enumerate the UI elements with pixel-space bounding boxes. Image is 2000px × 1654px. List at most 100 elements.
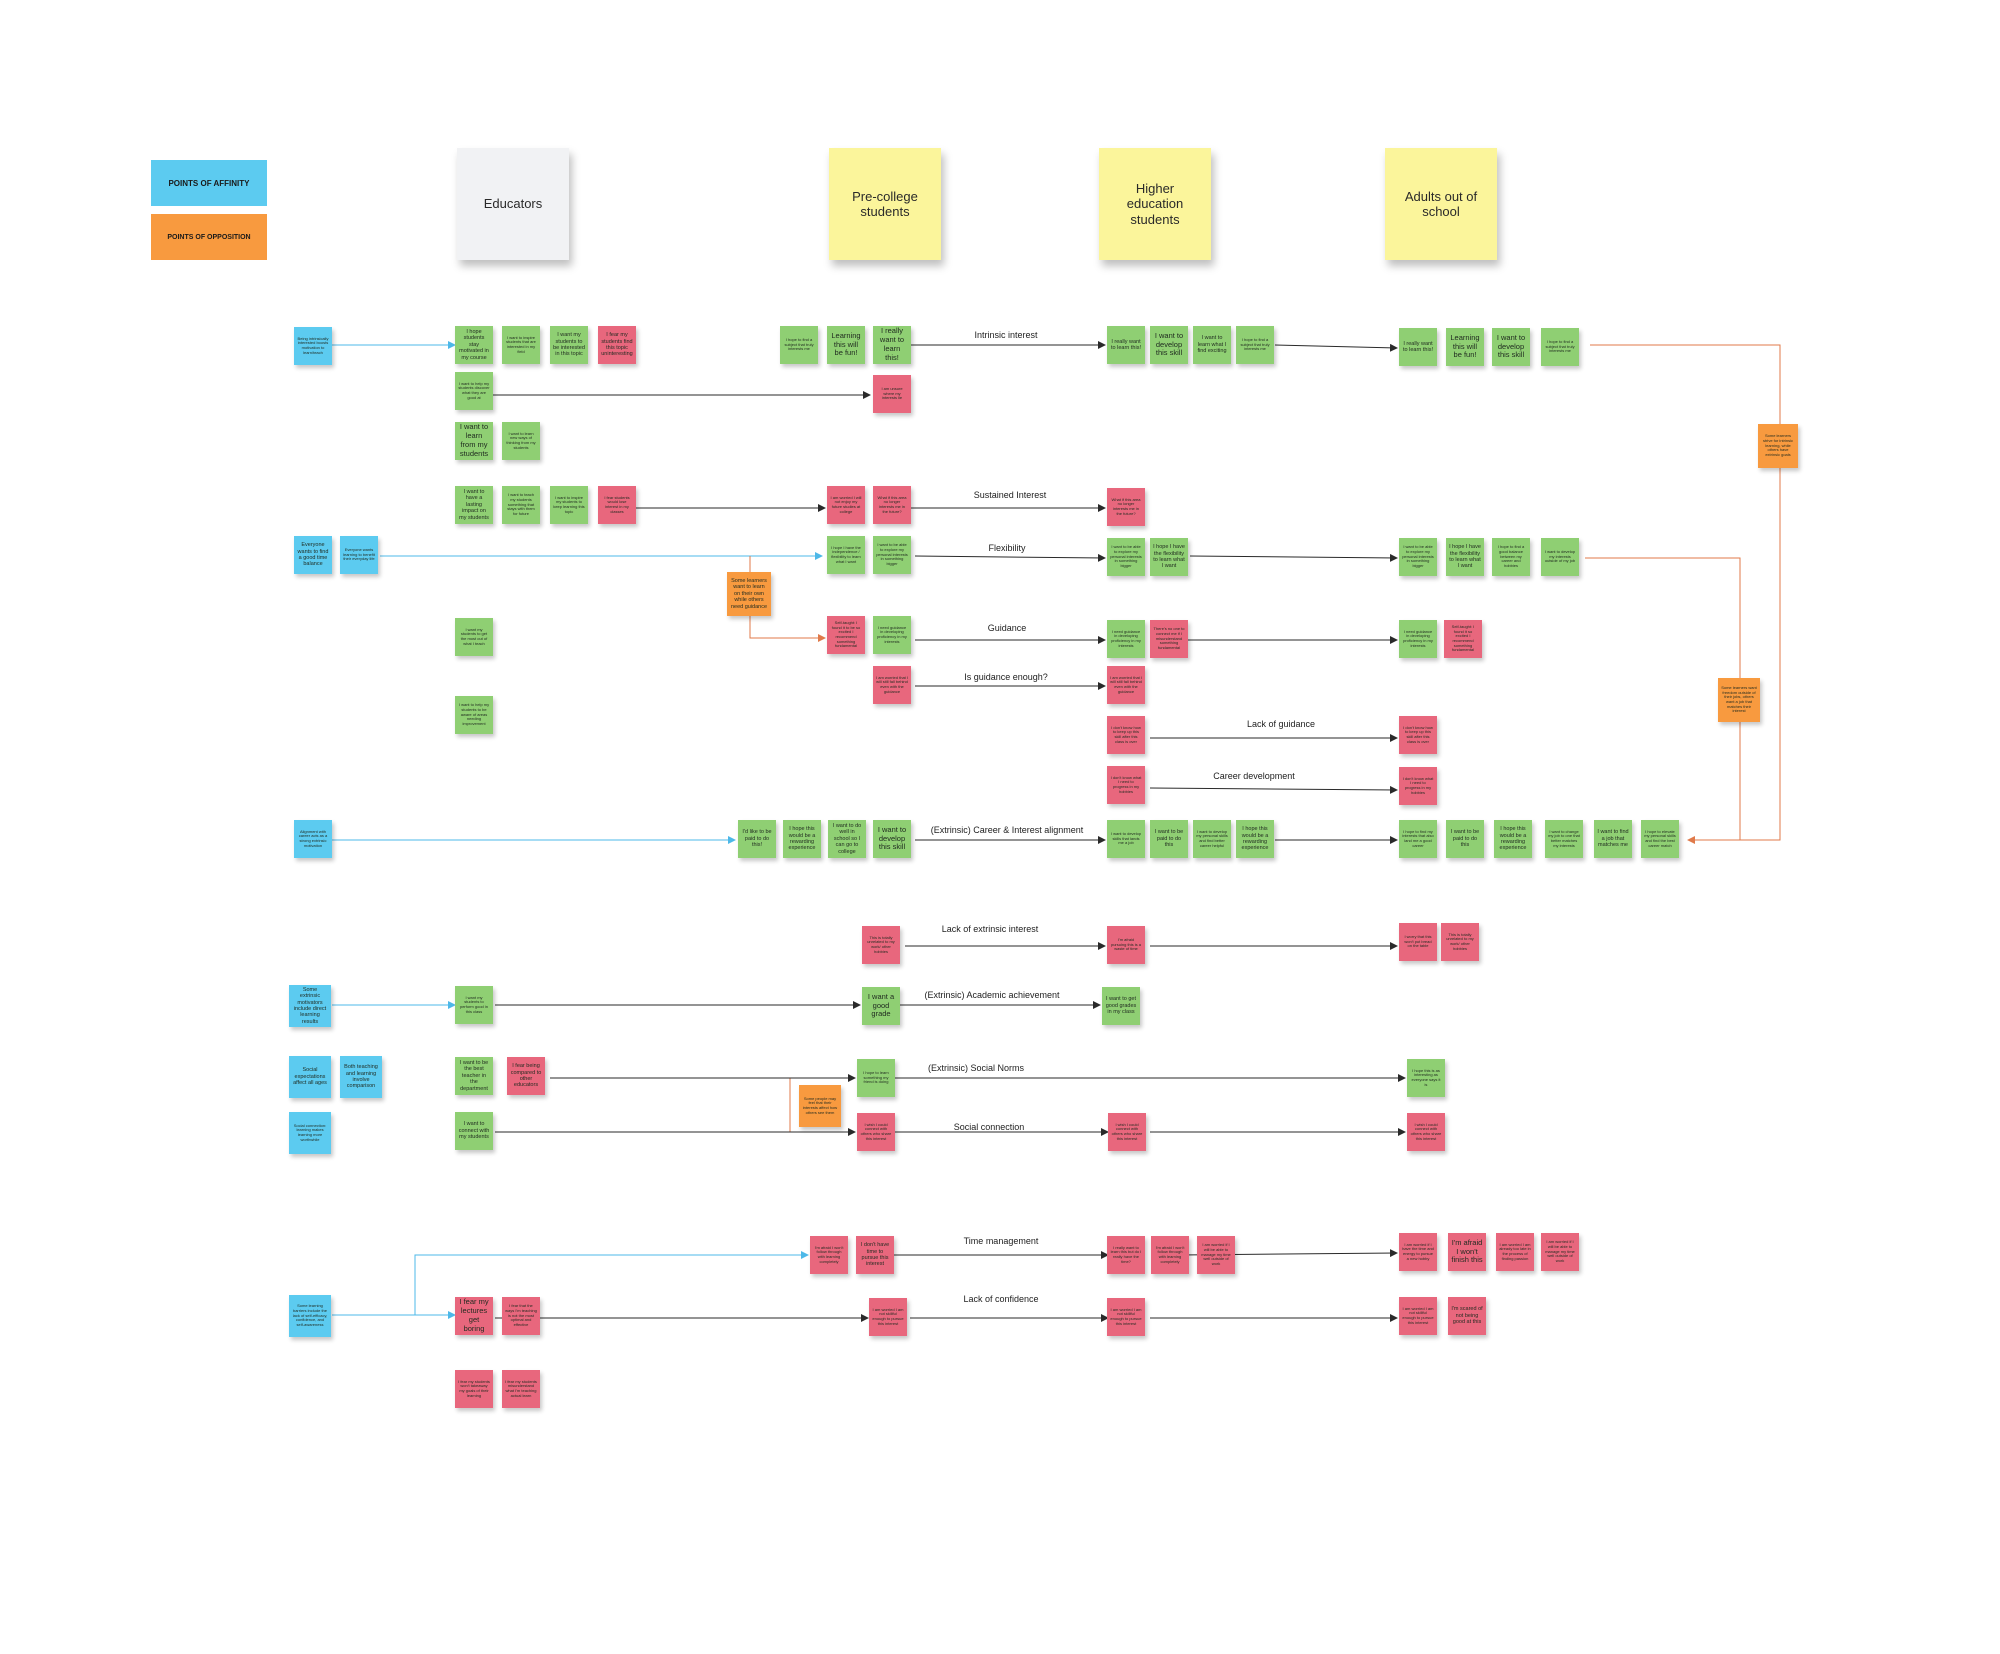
legend-opposition: POINTS OF OPPOSITION	[151, 214, 267, 260]
row-label-flexibility: Flexibility	[988, 543, 1026, 553]
affinity-note: Being intrinsically interested boosts mo…	[294, 327, 332, 365]
adult-note: I am worried I am not skillful enough to…	[1399, 1297, 1437, 1335]
educator-note: I want to teach my students something th…	[502, 486, 540, 524]
affinity-note: Social connection: learning makes learni…	[289, 1112, 331, 1154]
higher-ed-note: I don't know how to keep up this skill a…	[1107, 716, 1145, 754]
educator-note: I fear being compared to other educators	[507, 1057, 545, 1095]
precollege-note: I'm afraid I won't follow through with l…	[810, 1236, 848, 1274]
higher-ed-note: I really want to learn this!	[1107, 326, 1145, 364]
adult-note: I hope to find a subject that truly inte…	[1541, 328, 1579, 366]
higher-ed-note: There's no one to connect me if I misund…	[1150, 620, 1188, 658]
adult-note: I hope to find my interests that also la…	[1399, 820, 1437, 858]
higher-ed-note: I want to develop this skill	[1150, 326, 1188, 364]
row-label-academic: (Extrinsic) Academic achievement	[924, 990, 1060, 1000]
educator-note: I want to have a lasting impact on my st…	[455, 486, 493, 524]
row-label-lack-extrinsic: Lack of extrinsic interest	[941, 924, 1039, 934]
educator-note: I fear my students find this topic unint…	[598, 326, 636, 364]
higher-ed-note: I am worried I am not skillful enough to…	[1107, 1298, 1145, 1336]
precollege-note: I want to do well in school so I can go …	[828, 820, 866, 858]
educator-note: I fear my students won't takeaway my goa…	[455, 1370, 493, 1408]
row-label-intrinsic: Intrinsic interest	[974, 330, 1038, 340]
row-label-time-management: Time management	[963, 1236, 1039, 1246]
higher-ed-note: I hope this would be a rewarding experie…	[1236, 820, 1274, 858]
higher-ed-note: I want to learn what I find exciting	[1193, 326, 1231, 364]
precollege-note: I want a good grade	[862, 987, 900, 1025]
adult-note: I am worried if I have the time and ener…	[1399, 1233, 1437, 1271]
precollege-note: I hope to find a subject that truly inte…	[780, 326, 818, 364]
adult-note: I want to find a job that matches me	[1594, 820, 1632, 858]
affinity-note: Both teaching and learning involve compa…	[340, 1056, 382, 1098]
adult-note: Learning this will be fun!	[1446, 328, 1484, 366]
educator-note: I want to be the best teacher in the dep…	[455, 1057, 493, 1095]
opposition-link-intrinsic	[1590, 344, 1781, 844]
row-label-guidance-enough: Is guidance enough?	[964, 672, 1048, 682]
row-label-guidance: Guidance	[987, 623, 1027, 633]
higher-ed-note: I am worried that I will still fall behi…	[1107, 666, 1145, 704]
affinity-link-barriers	[332, 1251, 809, 1316]
precollege-note: I want to develop this skill	[873, 820, 911, 858]
precollege-note: What if this area no longer interests me…	[873, 486, 911, 524]
row-label-social-norms: (Extrinsic) Social Norms	[927, 1063, 1025, 1073]
higher-ed-note: I want to be paid to do this	[1150, 820, 1188, 858]
precollege-note: I don't have time to pursue this interes…	[856, 1236, 894, 1274]
row-label-social-connection: Social connection	[953, 1122, 1025, 1132]
adult-note: I want to be able to explore my personal…	[1399, 538, 1437, 576]
adult-note: I really want to learn this!	[1399, 328, 1437, 366]
opposition-note: Some learners strive for intrinsic learn…	[1758, 424, 1798, 468]
opposition-link-balance	[1585, 557, 1741, 840]
higher-ed-note: I hope to find a subject that truly inte…	[1236, 326, 1274, 364]
higher-ed-note: I want to get good grades in my class	[1102, 987, 1140, 1025]
higher-ed-note: I want to develop skills that lands me a…	[1107, 820, 1145, 858]
adult-note: I need guidance in developing proficienc…	[1399, 620, 1437, 658]
higher-ed-note: I really want to learn this but do I rea…	[1107, 1236, 1145, 1274]
row-label-sustained: Sustained Interest	[973, 490, 1047, 500]
adult-note: This is totally unrelated to my work/ ot…	[1441, 923, 1479, 961]
adult-note: I hope this is as interesting as everyon…	[1407, 1059, 1445, 1097]
educator-note: I hope students stay motivated in my cou…	[455, 326, 493, 364]
educator-note: I want to inspire students that are inte…	[502, 326, 540, 364]
affinity-note: Everyone wants to find a good time balan…	[294, 536, 332, 574]
educator-note: I fear my students misunderstand what I'…	[502, 1370, 540, 1408]
adult-note: I hope to elevate my personal skills and…	[1641, 820, 1679, 858]
precollege-note: Self-taught: I found it to be so excited…	[827, 616, 865, 654]
opposition-note: Some learners want to learn on their own…	[727, 572, 771, 616]
opposition-note: Some people may feel that their interest…	[799, 1085, 841, 1127]
higher-ed-note: I need guidance in developing proficienc…	[1107, 620, 1145, 658]
header-higher-education: Higher education students	[1099, 148, 1211, 260]
educator-note: I want my students to perform good in th…	[455, 986, 493, 1024]
precollege-note: I am worried I will not enjoy my future …	[827, 486, 865, 524]
precollege-note: I'd like to be paid to do this!	[738, 820, 776, 858]
precollege-note: This is totally unrelated to my work/ ot…	[862, 926, 900, 964]
affinity-note: Some learning barriers include the lack …	[289, 1295, 331, 1337]
affinity-note: Social expectations affect all ages	[289, 1056, 331, 1098]
higher-ed-note: I am worried if I will be able to manage…	[1197, 1236, 1235, 1274]
adult-note: I want to develop this skill	[1492, 328, 1530, 366]
higher-ed-note: What if this area no longer interests me…	[1107, 488, 1145, 526]
higher-ed-note: I hope I have the flexibility to learn w…	[1150, 538, 1188, 576]
educator-note: I want my students to get the most out o…	[455, 618, 493, 656]
precollege-note: I want to be able to explore my personal…	[873, 536, 911, 574]
higher-ed-note: I want to develop my personal skills and…	[1193, 820, 1231, 858]
header-precollege: Pre-college students	[829, 148, 941, 260]
adult-note: I want to develop my interests outside o…	[1541, 538, 1579, 576]
precollege-note: I hope I have the independence / flexibi…	[827, 536, 865, 574]
precollege-note: I am unsure where my interests lie	[873, 375, 911, 413]
legend-affinity: POINTS OF AFFINITY	[151, 160, 267, 206]
adult-note: I'm scared of not being good at this	[1448, 1297, 1486, 1335]
row-label-career-alignment: (Extrinsic) Career & Interest alignment	[930, 825, 1084, 835]
affinity-note: Everyone wants learning to benefit their…	[340, 536, 378, 574]
affinity-note: Alignment with career acts as a strong e…	[294, 820, 332, 858]
educator-note: I want to help my students discover what…	[455, 372, 493, 410]
higher-ed-note: I don't know what I need to progress in …	[1107, 766, 1145, 804]
adult-note: I hope I have the flexibility to learn w…	[1446, 538, 1484, 576]
adult-note: I hope to find a good balance between my…	[1492, 538, 1530, 576]
higher-ed-note: I want to be able to explore my personal…	[1107, 538, 1145, 576]
precollege-note: I am worried I am not skillful enough to…	[869, 1298, 907, 1336]
adult-note: Self-taught: I found it so excited I rec…	[1444, 620, 1482, 658]
adult-note: I want to change my job to one that bett…	[1545, 820, 1583, 858]
row-label-career-development: Career development	[1213, 771, 1295, 781]
precollege-note: I wish I could connect with others who s…	[857, 1113, 895, 1151]
header-educators: Educators	[457, 148, 569, 260]
